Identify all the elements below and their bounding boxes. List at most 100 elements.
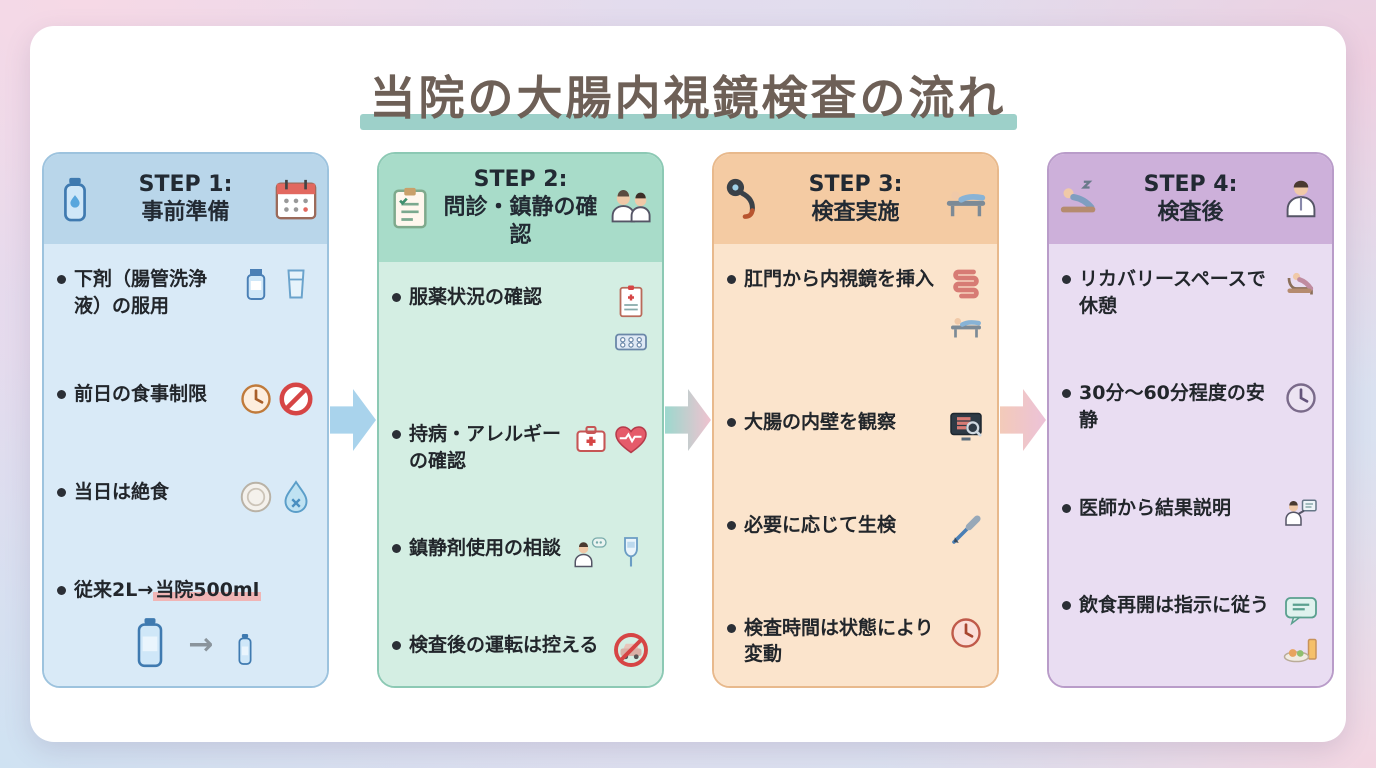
exam-table-icon (951, 318, 981, 338)
item-text: 検査後の運転は控える (409, 634, 599, 656)
page-title-text: 当院の大腸内視鏡検査の流れ (358, 62, 1019, 130)
step-3-label: STEP 3: (808, 171, 903, 197)
medical-chart-icon (619, 285, 643, 318)
clock-icon (1286, 383, 1316, 414)
step-3-header: STEP 3: 検査実施 (714, 154, 997, 244)
bullet (1062, 275, 1071, 284)
exam-table-icon (946, 191, 986, 217)
item-text: 大腸の内壁を観察 (744, 410, 897, 433)
bullet (57, 488, 66, 498)
step-4-card: STEP 4: 検査後 リカバリースペースで休憩 30分〜60分程度の安静 (1047, 152, 1334, 688)
item-text: 必要に応じて生検 (744, 513, 897, 536)
step-2-body: 服薬状況の確認 持病・アレルギーの確認 鎮静剤使用の (379, 262, 662, 686)
bullet (57, 586, 66, 596)
bullet (57, 275, 66, 284)
meal-icon (1283, 638, 1317, 663)
bullet (727, 417, 736, 427)
clock-icon (951, 618, 981, 648)
item-icons (1283, 495, 1319, 531)
calendar-icon (275, 179, 317, 220)
list-item: 当日は絶食 (57, 479, 314, 515)
step-3-name: 検査実施 (811, 200, 900, 225)
step-1-name: 事前準備 (141, 200, 230, 225)
item-icons (613, 632, 649, 668)
list-item: 服薬状況の確認 (392, 284, 649, 360)
infographic-sheet: 当院の大腸内視鏡検査の流れ STEP 1: 事前準備 下剤（腸管洗浄液）の服用 (30, 26, 1346, 742)
item-icons (948, 512, 984, 548)
step-4-label: STEP 4: (1143, 171, 1238, 197)
doctor-icon (1286, 180, 1316, 218)
item-icons (1283, 266, 1319, 302)
bullet (1062, 600, 1071, 610)
item-icons (948, 266, 984, 342)
list-item: 鎮静剤使用の相談 (392, 535, 649, 571)
bullet (727, 520, 736, 530)
item-text: 30分〜60分程度の安静 (1079, 382, 1265, 431)
step-1-header: STEP 1: 事前準備 (44, 154, 327, 244)
bullet (392, 293, 401, 303)
bullet (1062, 503, 1071, 513)
no-driving-icon (614, 633, 648, 667)
arrow-right-icon: → (188, 626, 214, 662)
list-item: 飲食再開は指示に従う (1062, 592, 1319, 668)
item-text: 従来2L→当院500ml (74, 577, 314, 604)
list-item: リカバリースペースで休憩 (1062, 266, 1319, 319)
list-item: 下剤（腸管洗浄液）の服用 (57, 266, 314, 319)
flow-arrow-2 (665, 389, 711, 451)
bullet (1062, 389, 1071, 399)
page-title: 当院の大腸内視鏡検査の流れ (30, 62, 1346, 130)
bullet (392, 430, 401, 440)
first-aid-kit-icon (576, 426, 606, 453)
item-icons (238, 381, 314, 417)
speech-bubble-icon (1285, 597, 1317, 626)
step-2-name: 問診・鎮静の確認 (443, 195, 598, 249)
list-item: 前日の食事制限 (57, 381, 314, 417)
item-text: 服薬状況の確認 (409, 286, 543, 309)
item-text: 肛門から内視鏡を挿入 (744, 268, 935, 290)
step-1-body: 下剤（腸管洗浄液）の服用 前日の食事制限 当日は絶食 (44, 244, 327, 686)
item-icons (948, 409, 984, 445)
bullet (392, 641, 401, 650)
step-2-label: STEP 2: (473, 167, 568, 192)
item-icons (1283, 592, 1319, 668)
item-text: 前日の食事制限 (74, 383, 208, 406)
clock-icon (241, 384, 271, 414)
step-1-title: STEP 1: 事前準備 (98, 171, 273, 227)
list-item: 肛門から内視鏡を挿入 (727, 266, 984, 342)
laxative-bottle-icon (246, 269, 266, 300)
no-sign-icon (279, 382, 313, 416)
bullet (727, 275, 736, 284)
flow-arrow-3 (1000, 389, 1046, 451)
step-4-name: 検査後 (1157, 200, 1224, 225)
doctor-consult-icon (574, 537, 607, 568)
item-stack: 従来2L→当院500ml → (74, 577, 314, 668)
small-bottle-icon (238, 633, 252, 665)
item-text: 医師から結果説明 (1079, 496, 1232, 519)
step-3-card: STEP 3: 検査実施 肛門から内視鏡を挿入 大腸の内壁を観察 (712, 152, 999, 688)
item-text-highlight: 当院500ml (153, 579, 262, 602)
step-flow: STEP 1: 事前準備 下剤（腸管洗浄液）の服用 前日の食事制限 (30, 152, 1346, 688)
item-icons (573, 535, 649, 571)
item-text: 下剤（腸管洗浄液）の服用 (74, 268, 208, 317)
item-icons (238, 479, 314, 515)
plate-icon (240, 482, 272, 513)
step-4-title: STEP 4: 検査後 (1103, 171, 1278, 227)
intestine-icon (953, 269, 979, 299)
iv-drip-icon (624, 537, 638, 567)
bottle-comparison: → (74, 616, 314, 668)
clipboard-icon (393, 188, 427, 229)
bullet (392, 544, 401, 554)
item-icons (948, 615, 984, 651)
step-4-body: リカバリースペースで休憩 30分〜60分程度の安静 医師から結果説明 (1049, 244, 1332, 686)
water-drop-icon (284, 480, 308, 514)
step-1-label: STEP 1: (138, 171, 233, 197)
step-3-body: 肛門から内視鏡を挿入 大腸の内壁を観察 必要に応じて生検 (714, 244, 997, 686)
list-item: 持病・アレルギーの確認 (392, 421, 649, 474)
biopsy-tool-icon (952, 515, 981, 544)
doctor-explain-icon (1285, 499, 1317, 526)
heart-pulse-icon (615, 426, 647, 454)
item-text: 検査時間は状態により変動 (744, 616, 934, 666)
step-2-title: STEP 2: 問診・鎮静の確認 (433, 166, 608, 250)
large-bottle-icon (138, 618, 163, 668)
bullet (727, 623, 736, 633)
